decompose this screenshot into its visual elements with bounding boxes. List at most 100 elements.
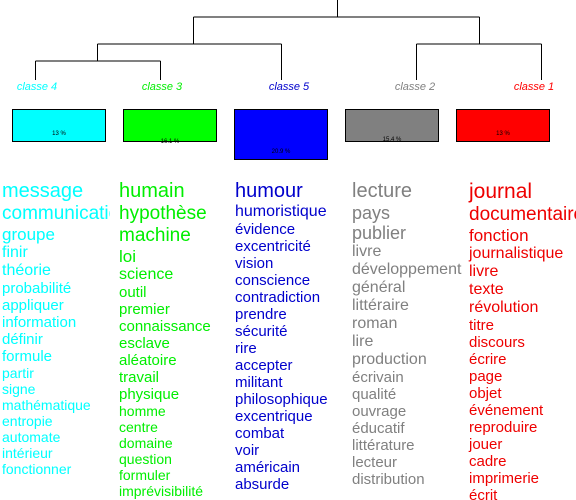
class-word: automate bbox=[2, 429, 61, 445]
class-label: classe 5 bbox=[268, 81, 310, 93]
class-word: révolution bbox=[469, 299, 539, 316]
class-word: accepter bbox=[235, 357, 293, 374]
class-percent: 13 % bbox=[496, 131, 510, 137]
class-word: voir bbox=[235, 442, 260, 459]
class-word: humain bbox=[119, 180, 185, 202]
class-word: question bbox=[119, 451, 172, 467]
class-word: éducatif bbox=[352, 420, 405, 437]
class-word: fonction bbox=[469, 226, 529, 245]
class-word: excentricité bbox=[235, 238, 311, 255]
class-word: pays bbox=[352, 203, 391, 223]
class-word: reproduire bbox=[469, 419, 538, 436]
class-word: discours bbox=[469, 334, 525, 351]
class-word: intérieur bbox=[2, 445, 53, 461]
class-word: titre bbox=[469, 317, 495, 334]
class-word: formuler bbox=[119, 467, 171, 483]
class-word: connaissance bbox=[119, 318, 211, 335]
class-word: humour bbox=[235, 180, 303, 202]
class-word: contradiction bbox=[235, 289, 321, 306]
class-word: homme bbox=[119, 403, 166, 419]
class-word: loi bbox=[119, 247, 137, 266]
class-word: journalistique bbox=[469, 245, 564, 262]
class-box bbox=[234, 109, 328, 160]
class-word: littérature bbox=[352, 437, 415, 454]
class-word: science bbox=[119, 266, 174, 283]
class-word: militant bbox=[235, 374, 283, 391]
class-percent: 20.9 % bbox=[271, 149, 291, 155]
class-word: entropie bbox=[2, 413, 53, 429]
class-word: texte bbox=[469, 281, 504, 298]
class-word: définir bbox=[2, 331, 43, 348]
class-word: philosophique bbox=[235, 391, 328, 408]
class-word: livre bbox=[352, 243, 382, 260]
class-word: combat bbox=[235, 425, 285, 442]
class-word: hypothèse bbox=[119, 203, 207, 224]
class-word: vision bbox=[235, 255, 274, 272]
class-word: écrit bbox=[469, 487, 498, 500]
class-word: outil bbox=[119, 284, 147, 301]
class-word: lire bbox=[352, 333, 374, 350]
class-word: développement bbox=[352, 261, 462, 278]
class-word: travail bbox=[119, 369, 160, 386]
class-word: cadre bbox=[469, 453, 507, 470]
class-word: aléatoire bbox=[119, 352, 177, 369]
class-word: écrivain bbox=[352, 369, 404, 386]
class-word: américain bbox=[235, 459, 301, 476]
class-word: évidence bbox=[235, 221, 296, 238]
class-word: prendre bbox=[235, 306, 287, 323]
class-word: appliquer bbox=[2, 297, 64, 314]
dendrogram bbox=[35, 0, 542, 80]
class-word: jouer bbox=[469, 436, 503, 453]
class-word: groupe bbox=[2, 225, 55, 244]
word-column-classe-4: messagecommunicationgroupefinirthéoriepr… bbox=[0, 176, 110, 500]
class-word: littéraire bbox=[352, 297, 409, 314]
class-word: esclave bbox=[119, 335, 170, 352]
class-box bbox=[12, 109, 106, 142]
class-box bbox=[456, 109, 550, 142]
class-word: absurde bbox=[235, 476, 290, 493]
class-label: classe 1 bbox=[513, 81, 555, 93]
class-box bbox=[123, 109, 217, 142]
class-word: physique bbox=[119, 386, 180, 403]
class-word: information bbox=[2, 314, 77, 331]
class-word: signe bbox=[2, 381, 36, 397]
class-word: excentrique bbox=[235, 408, 313, 425]
class-label: classe 4 bbox=[16, 81, 58, 93]
class-word: journal bbox=[469, 180, 533, 203]
class-word: ouvrage bbox=[352, 403, 407, 420]
class-word: théorie bbox=[2, 262, 51, 279]
class-word: centre bbox=[119, 419, 158, 435]
class-word: écrire bbox=[469, 351, 507, 368]
class-word: finir bbox=[2, 244, 28, 261]
class-word: sécurité bbox=[235, 323, 288, 340]
class-label: classe 2 bbox=[394, 81, 436, 93]
class-word: message bbox=[2, 180, 84, 202]
class-word: partir bbox=[2, 365, 34, 381]
class-word: imprimerie bbox=[469, 470, 540, 487]
class-word: fonctionner bbox=[2, 461, 72, 477]
class-word: mathématique bbox=[2, 397, 91, 413]
class-word: publier bbox=[352, 223, 407, 243]
class-word: général bbox=[352, 279, 406, 296]
class-word: objet bbox=[469, 385, 502, 402]
class-word: rire bbox=[235, 340, 257, 357]
class-word: probabilité bbox=[2, 280, 72, 297]
class-label: classe 3 bbox=[141, 81, 183, 93]
class-word: production bbox=[352, 351, 427, 368]
class-word: documentaire bbox=[469, 204, 576, 225]
class-word: imprévisibilité bbox=[119, 483, 204, 499]
class-word: lecture bbox=[352, 180, 413, 202]
class-word: conscience bbox=[235, 272, 311, 289]
class-word: événement bbox=[469, 402, 544, 419]
class-percent: 16.1 % bbox=[160, 139, 180, 145]
class-word: roman bbox=[352, 315, 398, 332]
class-box bbox=[345, 109, 439, 142]
class-word: livre bbox=[469, 263, 499, 280]
class-percent: 15.4 % bbox=[382, 137, 402, 143]
class-word: formule bbox=[2, 348, 53, 365]
class-word: machine bbox=[119, 225, 191, 246]
